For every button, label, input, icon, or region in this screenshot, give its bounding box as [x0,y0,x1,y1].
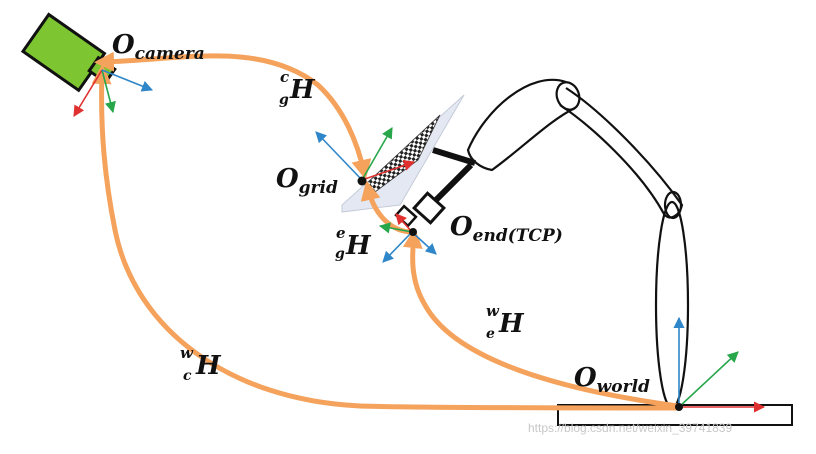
world-frame-axes [673,316,766,413]
svg-text:c: c [183,368,192,384]
label-o-world: Oworld [574,363,650,397]
svg-text:H: H [345,231,372,261]
robot-arm-forearm-link [466,78,576,172]
arc-world-to-end [402,228,681,409]
svg-text:e: e [486,326,495,342]
grid-frame-axes [315,127,416,181]
svg-text:H: H [289,75,316,105]
transform-arcs [91,51,681,411]
label-camera-grid-h: c g H [279,68,316,108]
camera-body [20,12,107,93]
label-o-end: Oend(TCP) [450,212,563,246]
svg-text:e: e [336,224,346,242]
end-origin-dot [409,228,417,236]
grid-origin-dot [357,176,367,186]
world-origin-dot [675,403,683,411]
watermark-text: https://blog.csdn.net/weixin_39741839 [528,421,732,435]
label-end-grid-h: e g H [335,224,372,262]
camera-frame-axes [73,69,154,117]
svg-text:H: H [498,309,525,339]
svg-text:w: w [486,302,500,320]
svg-text:c: c [280,68,289,86]
end-frame-axes [378,213,437,263]
robot-arm-base-link [654,200,690,410]
svg-text:g: g [335,246,345,262]
robot-arm-upper-link [559,87,684,219]
robot-arm-shoulder-joint [555,81,581,111]
end-effector-flange [412,191,446,225]
robot-wrist [427,147,476,209]
label-o-grid: Ogrid [276,164,338,198]
label-world-end-h: w e H [486,302,525,342]
label-world-camera-h: w c H [180,344,222,384]
svg-text:w: w [180,344,194,362]
label-o-camera: Ocamera [112,30,205,64]
end-effector-tool [394,204,418,228]
svg-text:H: H [195,351,222,381]
arc-world-to-camera [91,64,681,411]
arc-camera-to-grid [94,51,372,180]
svg-text:g: g [279,92,289,108]
